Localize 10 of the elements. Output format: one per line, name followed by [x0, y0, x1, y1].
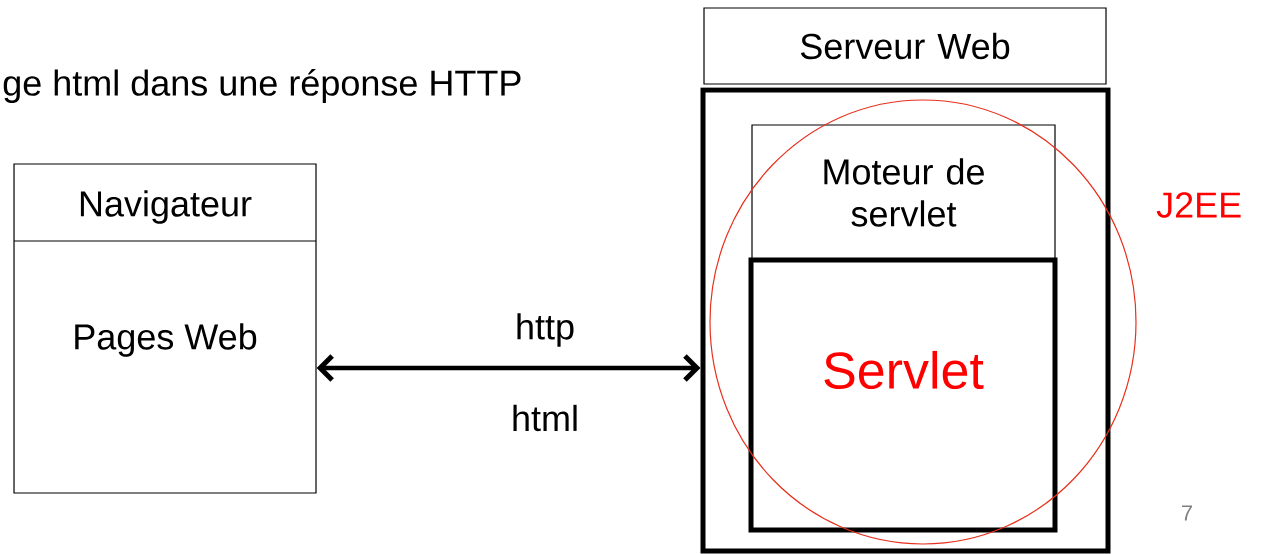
line-label: html	[513, 404, 577, 432]
servlet-box: Servlet	[748, 257, 1058, 533]
side-label: J2EE	[1156, 192, 1241, 218]
double-arrow	[316, 354, 701, 382]
heading-text: ge html dans une réponse HTTP	[3, 69, 521, 103]
browser-box: Navigateur Pages Web	[13, 163, 317, 494]
server-title-box: Serveur Web	[703, 7, 1107, 85]
engine-box: Moteur de servlet	[751, 124, 1056, 261]
edge-label: http	[513, 311, 578, 349]
page-number: 7	[1182, 505, 1192, 521]
